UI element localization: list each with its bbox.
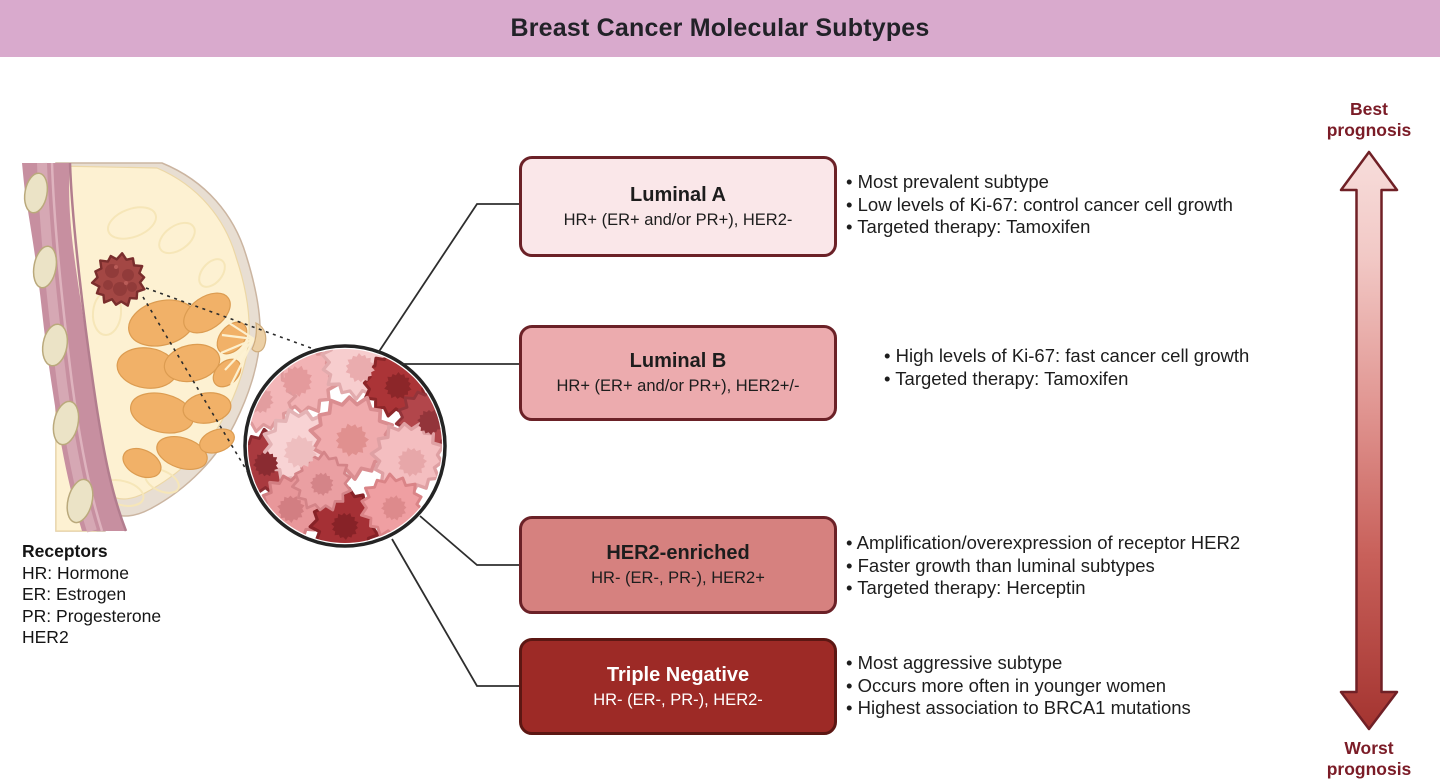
receptor-item-pr: PR: Progesterone (22, 605, 162, 626)
note-item: Faster growth than luminal subtypes (846, 555, 1240, 578)
note-item: Most aggressive subtype (846, 652, 1191, 675)
receptor-item-her2: HER2 (22, 627, 69, 647)
gland-lobes (116, 292, 248, 479)
subtype-title: Luminal A (630, 183, 726, 206)
note-item: Highest association to BRCA1 mutations (846, 697, 1191, 720)
receptors-legend: Receptors HR: Hormone ER: Estrogen PR: P… (22, 541, 161, 649)
receptor-item-er: ER: Estrogen (22, 584, 127, 604)
best-prognosis-label: Best prognosis (1326, 99, 1412, 140)
worst-prognosis-label: Worst prognosis (1326, 738, 1412, 779)
cancer-cell-cluster-icon (243, 344, 447, 548)
subtype-receptor-status: HR- (ER-, PR-), HER2+ (591, 569, 765, 587)
tumor-icon (85, 245, 155, 316)
subtype-receptor-status: HR- (ER-, PR-), HER2- (593, 690, 763, 709)
notes-luminal-a: Most prevalent subtype Low levels of Ki-… (846, 171, 1233, 239)
subtype-title: Triple Negative (606, 663, 750, 686)
prognosis-arrow-icon (1339, 150, 1399, 731)
subtype-box-luminal-b: Luminal B HR+ (ER+ and/or PR+), HER2+/- (519, 325, 837, 421)
connector-lines (377, 203, 519, 687)
rib-sections (23, 172, 94, 524)
subtype-title: Luminal B (629, 350, 727, 372)
subtype-box-triple-negative: Triple Negative HR- (ER-, PR-), HER2- (519, 638, 837, 735)
page-title: Breast Cancer Molecular Subtypes (510, 14, 930, 42)
note-item: Targeted therapy: Tamoxifen (884, 368, 1249, 391)
notes-luminal-b: High levels of Ki-67: fast cancer cell g… (884, 345, 1249, 390)
note-item: High levels of Ki-67: fast cancer cell g… (884, 345, 1250, 368)
receptors-heading: Receptors (22, 541, 108, 561)
subtype-receptor-status: HR+ (ER+ and/or PR+), HER2+/- (556, 377, 800, 395)
note-item: Targeted therapy: Herceptin (846, 577, 1240, 600)
nipple (251, 322, 267, 353)
breast-cross-section-icon (22, 162, 267, 533)
note-item: Low levels of Ki-67: control cancer cell… (846, 194, 1233, 217)
subtype-box-luminal-a: Luminal A HR+ (ER+ and/or PR+), HER2- (519, 156, 837, 257)
subtype-box-her2-enriched: HER2-enriched HR- (ER-, PR-), HER2+ (519, 516, 837, 614)
note-item: Amplification/overexpression of receptor… (846, 532, 1241, 555)
note-item: Targeted therapy: Tamoxifen (846, 216, 1233, 239)
subtype-title: HER2-enriched (606, 542, 750, 564)
note-item: Occurs more often in younger women (846, 675, 1191, 698)
note-item: Most prevalent subtype (846, 171, 1233, 194)
receptor-item-hr: HR: Hormone (22, 562, 129, 583)
milk-ducts (220, 320, 255, 386)
notes-triple-negative: Most aggressive subtype Occurs more ofte… (846, 652, 1191, 720)
subtype-receptor-status: HR+ (ER+ and/or PR+), HER2- (563, 210, 793, 229)
title-bar: Breast Cancer Molecular Subtypes (0, 0, 1440, 57)
magnifier-dashed-lines (142, 287, 323, 477)
notes-her2-enriched: Amplification/overexpression of receptor… (846, 532, 1241, 600)
